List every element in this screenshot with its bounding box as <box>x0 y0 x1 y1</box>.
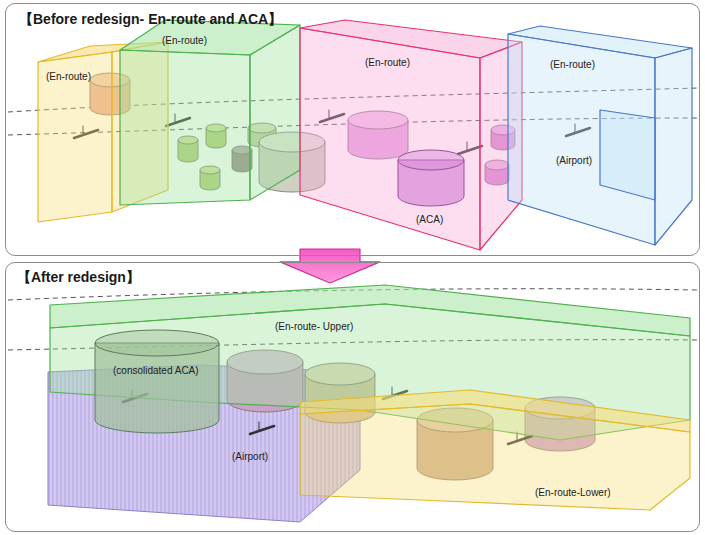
volume-label: (En-route- Upper) <box>275 321 353 333</box>
panel: 【After redesign】 (En-route- Upper) (consol… <box>5 262 700 532</box>
illustration-part <box>250 426 274 434</box>
airspace-volume: (En-route) <box>116 16 304 208</box>
airspace-volume-outline <box>296 16 526 254</box>
aca-cylinder: (ACA) <box>395 148 467 227</box>
illustration-part <box>259 422 260 431</box>
airspace-volume-outline <box>116 16 304 208</box>
airspace-volume: (En-route-Lower) <box>296 386 694 514</box>
cylinder-top <box>95 330 219 356</box>
airspace-volume-outline <box>296 386 694 514</box>
volume-label: (En-route) <box>46 71 91 83</box>
cylinder-top <box>398 150 464 170</box>
volume-side-face <box>38 52 112 222</box>
panel-heading: 【After redesign】 <box>17 269 140 286</box>
aca-cylinder: (consolidated ACA) <box>92 328 222 438</box>
volume-side-face <box>300 28 480 250</box>
airport-label: (Airport) <box>232 451 268 463</box>
volume-side-face <box>250 25 300 200</box>
transition-arrow <box>280 249 380 283</box>
volume-label: (En-route) <box>365 57 410 69</box>
volume-label: (En-route) <box>550 59 595 71</box>
label-holder: (Airport) <box>556 150 592 168</box>
panel: 【Before redesign- En-route and ACA】 (En-r… <box>5 3 700 256</box>
illustration-part <box>250 422 274 434</box>
volume-label: (ACA) <box>416 214 443 226</box>
volume-side-face <box>600 110 655 200</box>
aca-cylinder-outline <box>395 148 467 222</box>
airspace-volume-outline <box>504 22 696 248</box>
volume-side-face <box>508 34 655 245</box>
aca-cylinder-outline <box>92 328 222 438</box>
airport-label: (Airport) <box>556 155 592 167</box>
panel-heading: 【Before redesign- En-route and ACA】 <box>19 11 282 28</box>
volume-label: (consolidated ACA) <box>113 365 199 377</box>
airspace-volume: (En-route) <box>504 22 696 248</box>
volume-side-face <box>655 48 692 245</box>
airspace-volume: (En-route) (ACA) <box>296 16 526 254</box>
volume-label: (En-route-Lower) <box>535 487 611 499</box>
volume-side-face <box>300 404 690 510</box>
volume-side-face <box>120 50 250 205</box>
label-holder: (Airport) <box>232 446 268 464</box>
volume-label: (En-route) <box>162 35 207 47</box>
